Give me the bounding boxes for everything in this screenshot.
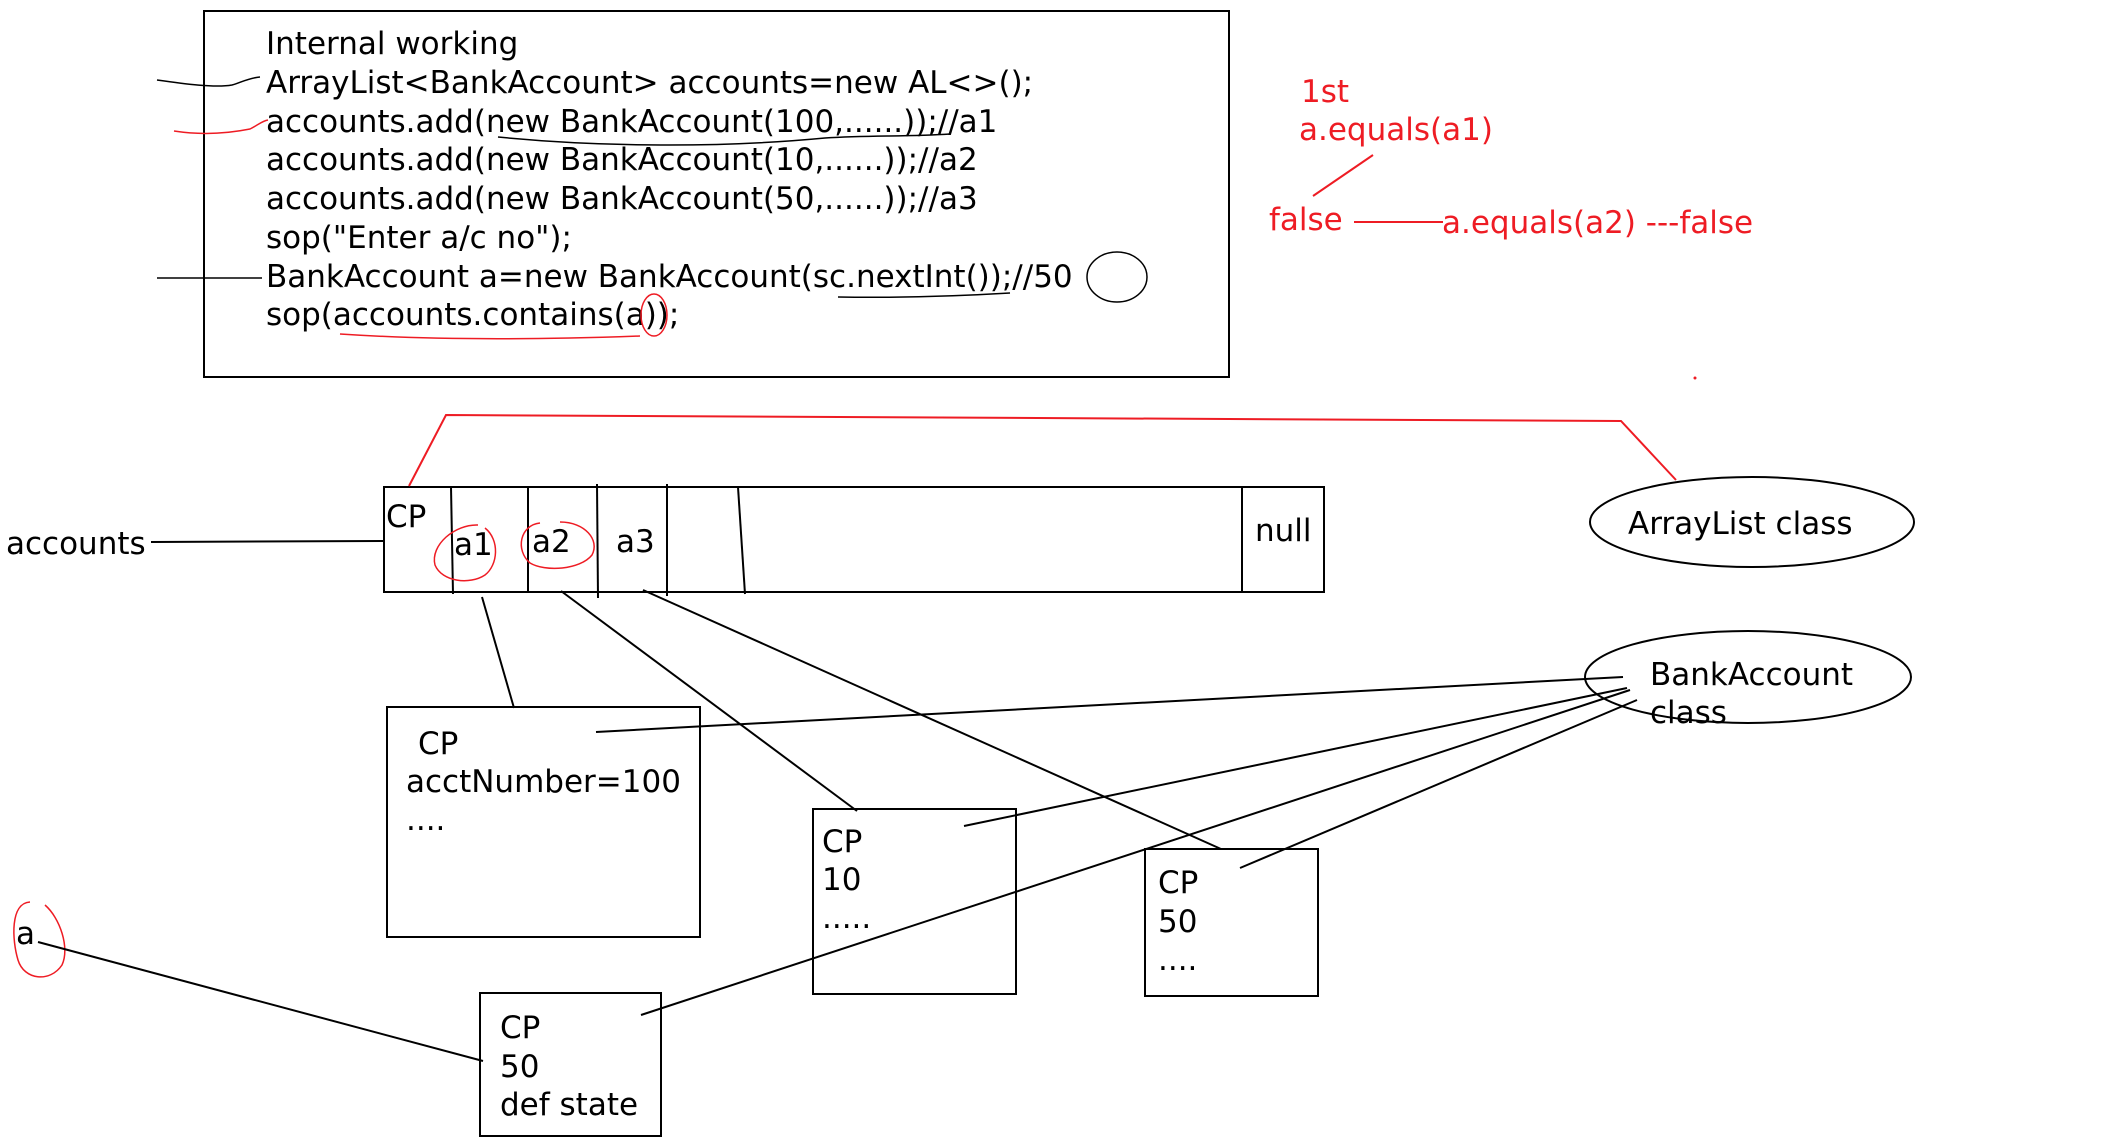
bankaccount-class-ellipse <box>1584 630 1912 724</box>
circle-50 <box>1086 251 1148 303</box>
cp-a-to-bankaccount-class <box>640 689 1631 1016</box>
pointer-declare-line <box>156 76 261 87</box>
object-acct-10-frame <box>812 808 1017 995</box>
object-acct-10: CP 10 ..... <box>812 808 1017 995</box>
object-a-state: def state <box>500 1087 638 1123</box>
object-acct-100-cp: CP <box>418 726 458 762</box>
code-line-prompt: sop("Enter a/c no"); <box>266 220 572 256</box>
code-line-add-a3: accounts.add(new BankAccount(50,......))… <box>266 181 978 217</box>
bracket-array-to-arraylist-class <box>408 413 1677 487</box>
object-acct-10-cp: CP <box>822 824 862 860</box>
annotation-first: 1st <box>1301 74 1349 110</box>
object-a-number: 50 <box>500 1049 539 1085</box>
cp-acct-100-to-bankaccount-class <box>595 676 1624 733</box>
ref-a-label: a <box>16 916 35 952</box>
annotation-false: false <box>1269 202 1343 238</box>
object-acct-50-frame <box>1144 848 1319 997</box>
object-acct-10-rest: ..... <box>822 900 871 936</box>
array-cell-cp: CP <box>386 499 426 535</box>
ref-a2-to-acct-10 <box>560 590 858 812</box>
cp-acct-10-to-bankaccount-class <box>963 687 1628 827</box>
object-acct-50-number: 50 <box>1158 904 1197 940</box>
array-cell-null: null <box>1255 513 1312 549</box>
object-a-cp: CP <box>500 1010 540 1046</box>
array-divider-1 <box>450 486 454 595</box>
object-acct-100-rest: .... <box>406 802 445 838</box>
code-line-title: Internal working <box>266 26 518 62</box>
circle-a2 <box>520 521 595 570</box>
object-acct-100-number: acctNumber=100 <box>406 764 681 800</box>
code-line-declare: ArrayList<BankAccount> accounts=new AL<>… <box>266 65 1033 101</box>
array-cell-a1: a1 <box>454 527 493 563</box>
object-acct-50-rest: .... <box>1158 942 1197 978</box>
underline-contains <box>339 333 641 340</box>
arraylist-array: CP a1 a2 a3 null <box>383 483 1325 599</box>
code-box-frame <box>203 10 1230 378</box>
underline-nextint <box>837 292 1011 299</box>
arraylist-class-ellipse <box>1589 476 1915 568</box>
object-acct-50: CP 50 .... <box>1144 848 1319 997</box>
annotation-equals-a1: a.equals(a1) <box>1299 112 1493 148</box>
ref-a1-to-acct-100 <box>481 596 515 709</box>
array-cell-a3: a3 <box>616 524 655 560</box>
annotation-equals-a2: a.equals(a2) ---false <box>1442 205 1753 241</box>
accounts-label: accounts <box>6 526 146 562</box>
object-acct-100: CP acctNumber=100 .... <box>386 706 701 938</box>
object-a-frame <box>479 992 662 1137</box>
code-line-new-a: BankAccount a=new BankAccount(sc.nextInt… <box>266 259 1073 295</box>
array-cell-a2: a2 <box>532 524 571 560</box>
array-divider-5 <box>737 486 746 595</box>
stray-dot <box>1693 376 1697 380</box>
code-line-add-a2: accounts.add(new BankAccount(10,......))… <box>266 142 978 178</box>
array-frame <box>383 486 1325 593</box>
cp-acct-50-to-bankaccount-class <box>1239 699 1638 869</box>
bankaccount-class-label-1: BankAccount <box>1650 657 1853 693</box>
array-divider-3 <box>596 483 599 599</box>
arraylist-class-label: ArrayList class <box>1628 506 1853 542</box>
circle-a-arg <box>640 293 668 337</box>
ref-a3-to-acct-50 <box>642 589 1222 850</box>
code-box: Internal working ArrayList<BankAccount> … <box>203 10 1230 378</box>
object-a: CP 50 def state <box>479 992 662 1137</box>
object-acct-50-cp: CP <box>1158 865 1198 901</box>
circle-a1 <box>433 524 497 582</box>
accounts-reference-arrow <box>150 540 385 543</box>
underline-new-bankaccount <box>497 133 951 146</box>
object-acct-10-number: 10 <box>822 862 861 898</box>
code-line-contains: sop(accounts.contains(a)); <box>266 297 679 333</box>
connector-equals-to-false <box>1312 154 1374 197</box>
ref-a-arrow <box>37 941 484 1062</box>
object-acct-100-frame <box>386 706 701 938</box>
pointer-add-a1-line <box>173 119 269 135</box>
bankaccount-class-label-2: class <box>1650 695 1727 731</box>
circle-ref-a <box>13 901 66 978</box>
code-line-add-a1: accounts.add(new BankAccount(100,......)… <box>266 104 997 140</box>
